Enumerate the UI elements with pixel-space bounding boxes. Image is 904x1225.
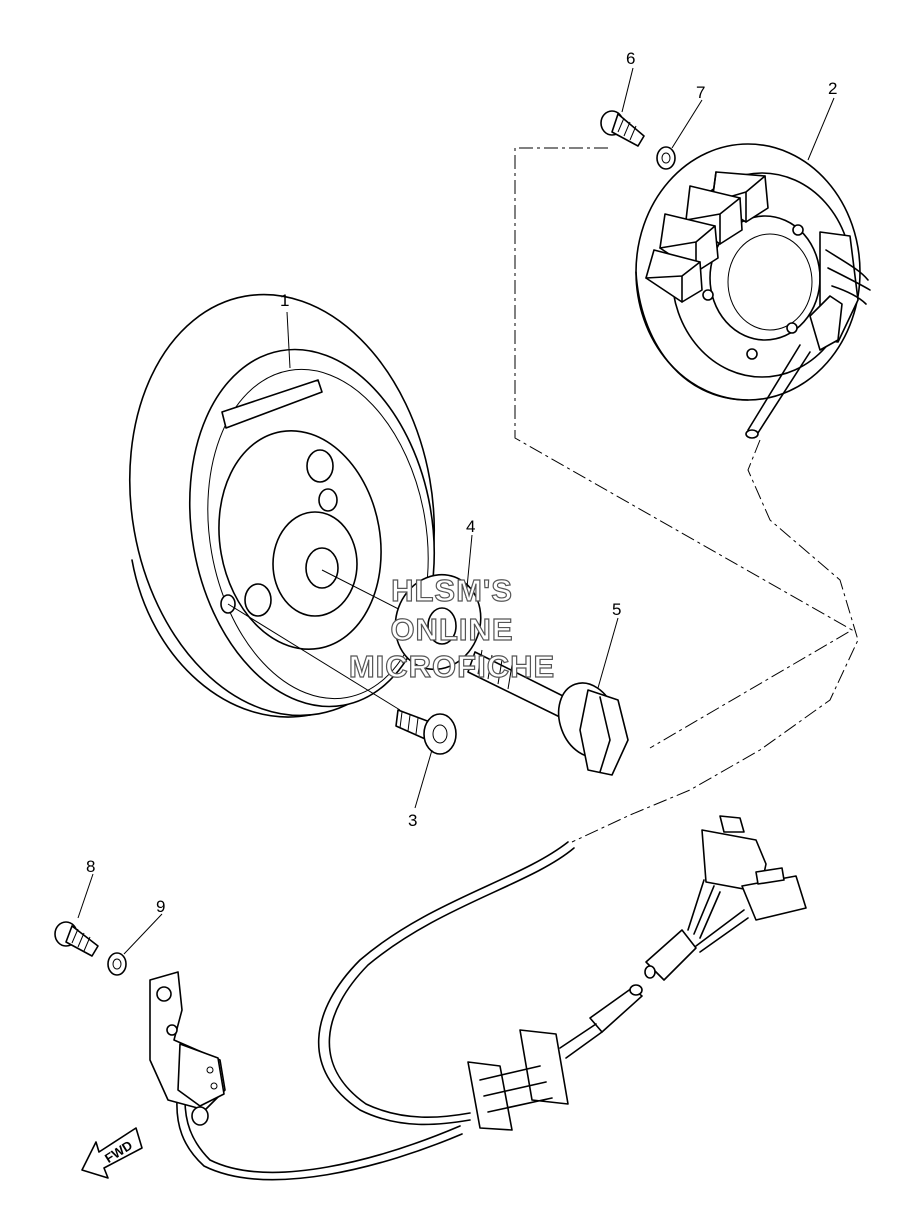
screw-part-8: [54, 921, 99, 957]
fwd-arrow: FWD: [81, 1127, 143, 1179]
pickup-bracket: [149, 971, 226, 1126]
callout-leaders: [77, 67, 835, 955]
callout-6: 6: [626, 49, 635, 68]
callout-8: 8: [86, 857, 95, 876]
watermark-line-2: ONLINE: [390, 612, 513, 647]
watermark: HLSM'S ONLINE MICROFICHE: [348, 572, 555, 684]
watermark-line-3: MICROFICHE: [349, 649, 555, 684]
callout-3: 3: [408, 811, 417, 830]
washer-part-7: [656, 146, 676, 170]
washer-part-9: [107, 952, 127, 976]
rotor-flywheel: [128, 293, 436, 718]
callout-9: 9: [156, 897, 165, 916]
bolt-axis-line: [227, 603, 401, 711]
watermark-line-1: HLSM'S: [391, 573, 513, 608]
wiring-harness: [176, 815, 807, 1181]
assembly-reference-lines: [514, 147, 859, 843]
callout-2: 2: [828, 79, 837, 98]
callout-1: 1: [280, 291, 289, 310]
flange-bolt-part-5: [467, 649, 629, 776]
screw-part-3: [395, 709, 457, 755]
washer-part-4: [394, 573, 482, 671]
screw-part-6: [600, 110, 645, 147]
callouts: 1 2 3 4 5 6 7 8 9: [86, 49, 837, 916]
callout-4: 4: [466, 517, 475, 536]
stator-assembly: [635, 143, 871, 439]
callout-7: 7: [696, 83, 705, 102]
callout-5: 5: [612, 600, 621, 619]
